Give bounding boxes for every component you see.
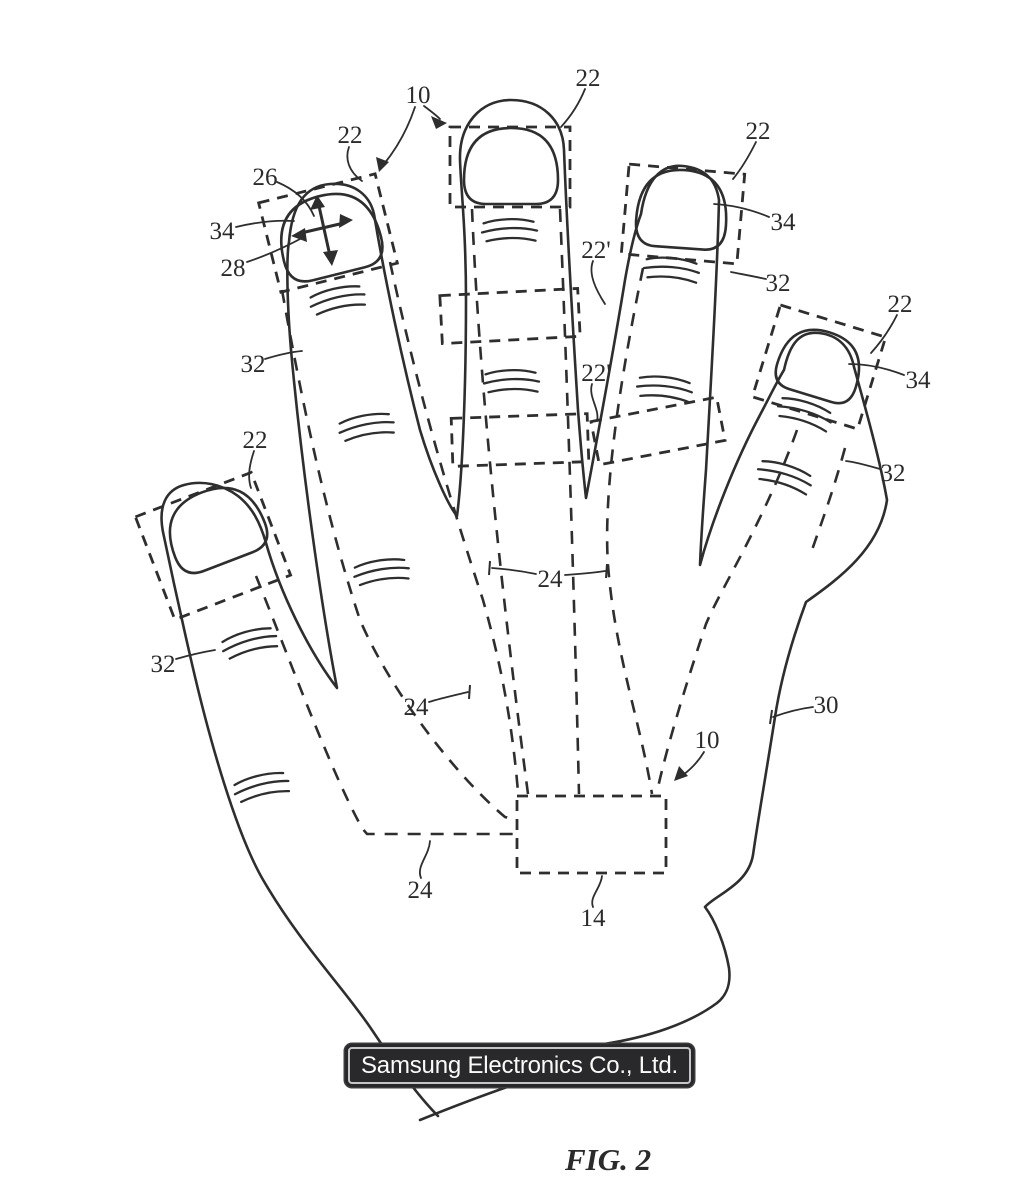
ring-trace (605, 267, 654, 795)
middle-nail (462, 126, 560, 206)
knuckle-creases (218, 216, 836, 807)
ref-label-22-pinky: 22 (888, 291, 913, 318)
ref-label-24-left: 24 (404, 694, 430, 721)
pinky-sensor-box (750, 303, 888, 431)
publisher-tooltip-label: Samsung Electronics Co., Ltd. (361, 1051, 679, 1079)
ref-label-34-pinky: 34 (906, 367, 932, 394)
publisher-tooltip-frame: Samsung Electronics Co., Ltd. (348, 1047, 692, 1084)
ref-label-10-top: 10 (406, 82, 431, 109)
ref-label-32-ring: 32 (766, 270, 791, 297)
ref-label-32-pinky: 32 (881, 460, 906, 487)
direction-arrows-icon (291, 195, 353, 266)
thumb-nail (168, 486, 269, 575)
index-sensor-box (256, 172, 400, 294)
pinky-trace-short (810, 447, 847, 551)
reference-numerals: 10 22 22 22 22 22 22' 22' 26 34 28 32 32… (151, 65, 932, 932)
ref-label-10-bottom: 10 (695, 727, 720, 754)
thumb-trace (254, 575, 517, 836)
index-trace-left (280, 289, 518, 822)
ref-label-14: 14 (581, 905, 607, 932)
ring-sensor-box (619, 162, 747, 266)
index-nail (279, 192, 384, 283)
ref-label-22-middle: 22 (576, 65, 601, 92)
ref-label-30: 30 (814, 692, 839, 719)
ref-label-24-mid: 24 (538, 566, 564, 593)
ref-label-32-thumb: 32 (151, 651, 176, 678)
ring-nail (634, 168, 728, 251)
ref-label-28: 28 (221, 255, 246, 282)
middle-trace-right (558, 208, 581, 795)
sensor-traces (254, 208, 847, 836)
ref-label-24-bottom: 24 (408, 877, 434, 904)
middle-sensor-box (448, 125, 572, 209)
ref-label-26: 26 (253, 164, 278, 191)
ref-label-34-index: 34 (210, 218, 236, 245)
ring-band (589, 395, 727, 467)
ref-label-22-thumb: 22 (243, 427, 268, 454)
hand-outline (160, 98, 889, 1118)
pinky-trace (655, 429, 799, 793)
middle-trace-left (470, 208, 530, 795)
ref-label-22prime-upper: 22' (581, 237, 611, 264)
index-trace-right (388, 261, 520, 793)
module-box (515, 794, 668, 875)
ref-label-34-ring: 34 (771, 209, 797, 236)
ref-label-22-ring: 22 (746, 118, 771, 145)
ref-label-22prime-lower: 22' (581, 360, 611, 387)
publisher-tooltip: Samsung Electronics Co., Ltd. (345, 1044, 695, 1087)
leader-lines (175, 88, 905, 908)
ref-label-32-index: 32 (241, 351, 266, 378)
figure-caption: FIG. 2 (565, 1142, 652, 1177)
middle-band-upper (438, 286, 582, 346)
ref-label-22-index: 22 (338, 122, 363, 149)
pinky-nail (774, 328, 861, 405)
